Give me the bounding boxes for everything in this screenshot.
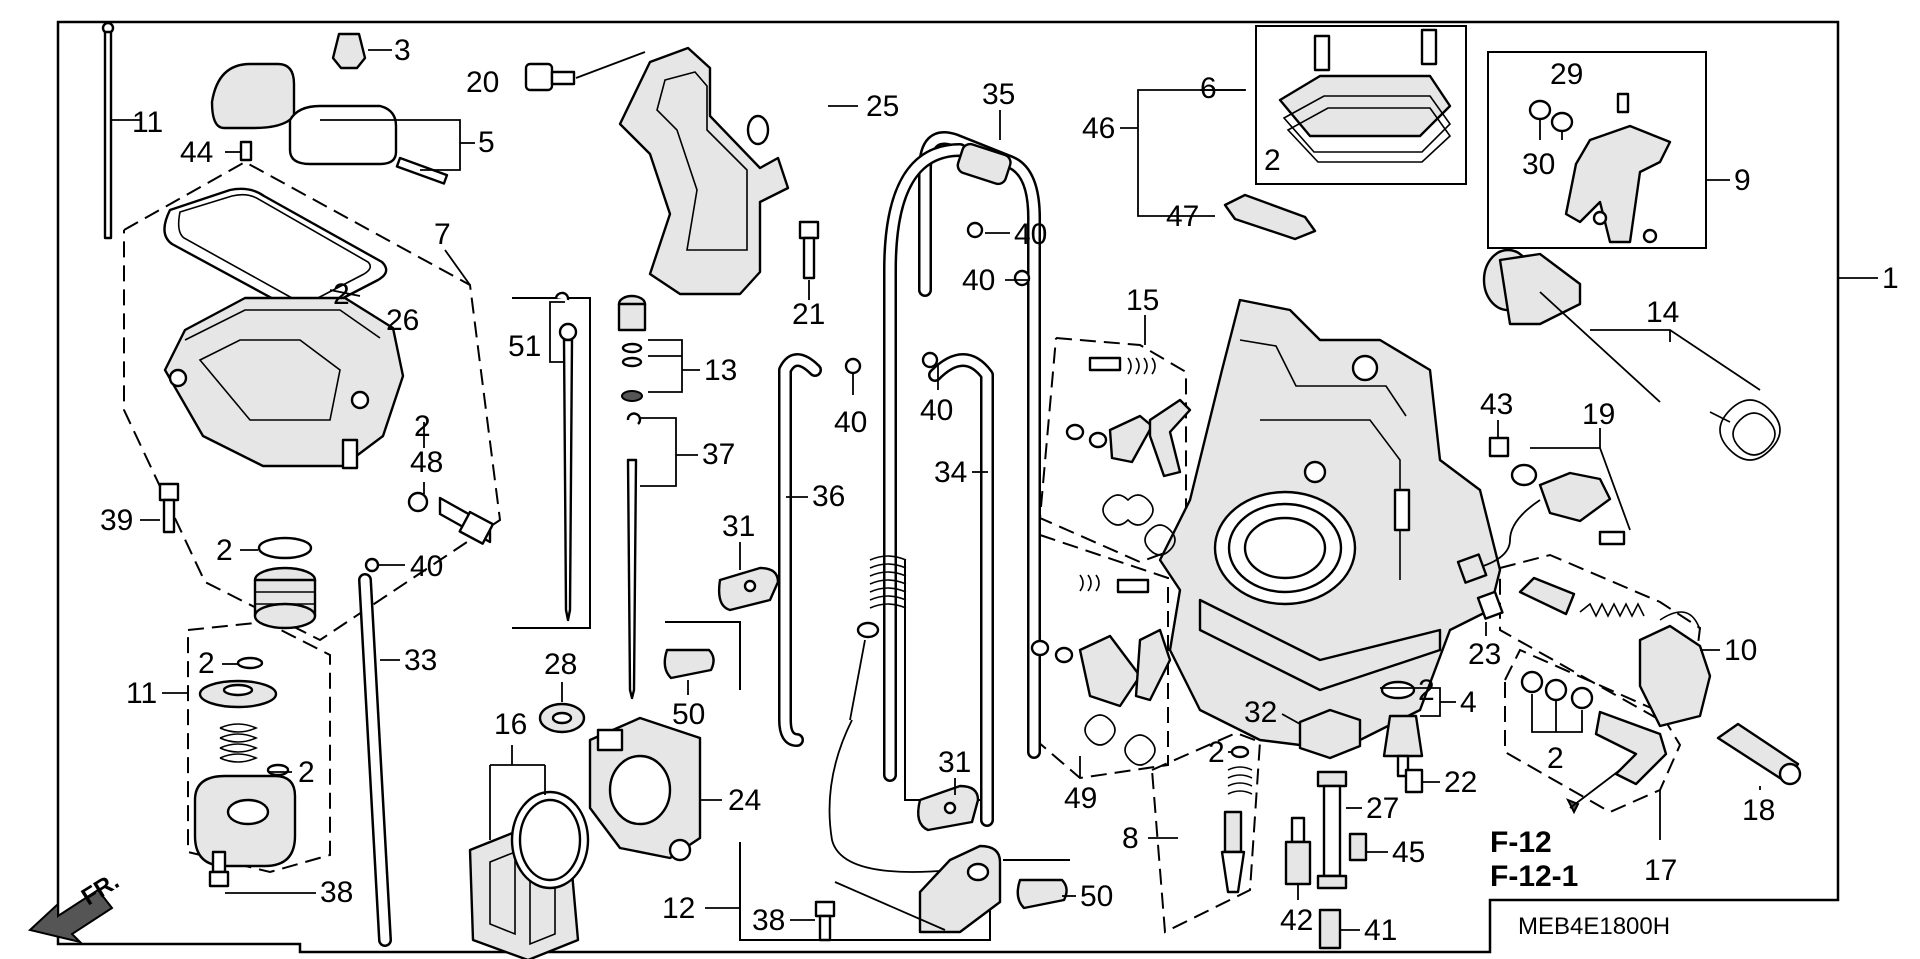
part-49-linkage [1030, 574, 1172, 766]
callout-2-needle: 2 [1208, 736, 1225, 769]
reference-f12: F-12 [1490, 826, 1552, 859]
callout-11-pump: 11 [126, 677, 157, 710]
callout-2-jet-washer: 2 [1418, 674, 1435, 707]
part-8-needle-valve [1220, 745, 1253, 894]
callout-17: 17 [1644, 854, 1677, 887]
part-9-lever [1528, 92, 1672, 244]
part-1-carburetor-body [1158, 298, 1502, 752]
callout-13: 13 [704, 354, 737, 387]
callout-6: 6 [1200, 72, 1217, 105]
callout-18: 18 [1742, 794, 1775, 827]
callout-50-lower: 50 [1080, 880, 1113, 913]
callout-29: 29 [1550, 58, 1583, 91]
leader-lines [112, 49, 1878, 931]
callout-33: 33 [404, 644, 437, 677]
part-25-cover [618, 46, 790, 296]
part-16-plate [468, 790, 590, 959]
callout-11-pin: 11 [132, 106, 163, 139]
part-24-housing [588, 716, 702, 862]
callout-41: 41 [1364, 914, 1397, 947]
callout-32: 32 [1244, 696, 1277, 729]
callout-2-jet: 2 [414, 410, 431, 443]
callout-2-washer-lower: 2 [298, 756, 315, 789]
callout-10: 10 [1724, 634, 1757, 667]
callout-31-lower: 31 [938, 746, 971, 779]
part-float-chamber [163, 296, 405, 470]
callout-25: 25 [866, 90, 899, 123]
callout-2-washer: 2 [198, 647, 215, 680]
callout-8: 8 [1122, 822, 1139, 855]
part-27-tube [1316, 770, 1348, 890]
callout-26: 26 [386, 304, 419, 337]
callout-38-lower: 38 [752, 904, 785, 937]
callout-22: 22 [1444, 766, 1477, 799]
callout-3: 3 [394, 34, 411, 67]
callout-36: 36 [812, 480, 845, 513]
part-15-linkage [1065, 356, 1192, 556]
callout-40-a: 40 [1014, 218, 1047, 251]
figure-code: MEB4E1800H [1518, 913, 1670, 940]
callout-50-upper: 50 [672, 698, 705, 731]
callout-51: 51 [508, 330, 541, 363]
callout-21: 21 [792, 298, 825, 331]
callout-37: 37 [702, 438, 735, 471]
part-14-shaft [1482, 248, 1781, 461]
part-48-jet [407, 491, 495, 545]
callout-16: 16 [494, 708, 527, 741]
callout-42: 42 [1280, 904, 1313, 937]
part-11-pin [101, 21, 115, 240]
part-17-fitting [1520, 670, 1668, 815]
callout-38-left: 38 [320, 876, 353, 909]
callout-4: 4 [1460, 686, 1477, 719]
part-12-cable [828, 555, 1002, 934]
callout-40-c: 40 [834, 406, 867, 439]
callout-35: 35 [982, 78, 1015, 111]
callout-24: 24 [728, 784, 761, 817]
callout-49: 49 [1064, 782, 1097, 815]
callout-43: 43 [1480, 388, 1513, 421]
callout-9: 9 [1734, 164, 1751, 197]
callout-30: 30 [1522, 148, 1555, 181]
part-51-needle [554, 291, 578, 622]
part-6-cover [1278, 28, 1452, 163]
callout-2-cover: 2 [1264, 144, 1281, 177]
callout-1: 1 [1882, 262, 1899, 295]
part-19-sensor [1456, 463, 1626, 584]
callout-28: 28 [544, 648, 577, 681]
callout-12: 12 [662, 892, 695, 925]
callout-5: 5 [478, 126, 495, 159]
part-13-stack [617, 294, 647, 700]
callout-15: 15 [1126, 284, 1159, 317]
part-10-choke [1518, 576, 1712, 728]
callout-19: 19 [1582, 398, 1615, 431]
callout-34: 34 [934, 456, 967, 489]
part-drawings [101, 21, 1802, 959]
callout-40-b: 40 [962, 264, 995, 297]
callout-2-oring: 2 [216, 534, 233, 567]
part-top-cover [210, 62, 449, 185]
reference-f12-1: F-12-1 [1490, 860, 1578, 893]
callout-48: 48 [410, 446, 443, 479]
callout-23: 23 [1468, 638, 1501, 671]
callout-31-upper: 31 [722, 510, 755, 543]
callout-46: 46 [1082, 112, 1115, 145]
callout-7: 7 [434, 218, 451, 251]
callout-44: 44 [180, 136, 213, 169]
callout-39: 39 [100, 504, 133, 537]
callout-27: 27 [1366, 792, 1399, 825]
callout-20: 20 [466, 66, 499, 99]
callout-2-fitting: 2 [1547, 742, 1564, 775]
callout-14: 14 [1646, 296, 1679, 329]
callout-labels: 1 2 2 2 2 2 2 2 2 2 2 2 3 4 5 6 7 8 9 10… [77, 34, 1899, 947]
callout-2-gasket: 2 [333, 278, 350, 311]
front-direction-arrow [27, 888, 114, 944]
callout-40-d: 40 [920, 394, 953, 427]
part-drain-plug [253, 566, 317, 630]
callout-47: 47 [1166, 200, 1199, 233]
assembly-frame [56, 20, 1840, 954]
callout-45: 45 [1392, 836, 1425, 869]
callout-40-e: 40 [410, 550, 443, 583]
